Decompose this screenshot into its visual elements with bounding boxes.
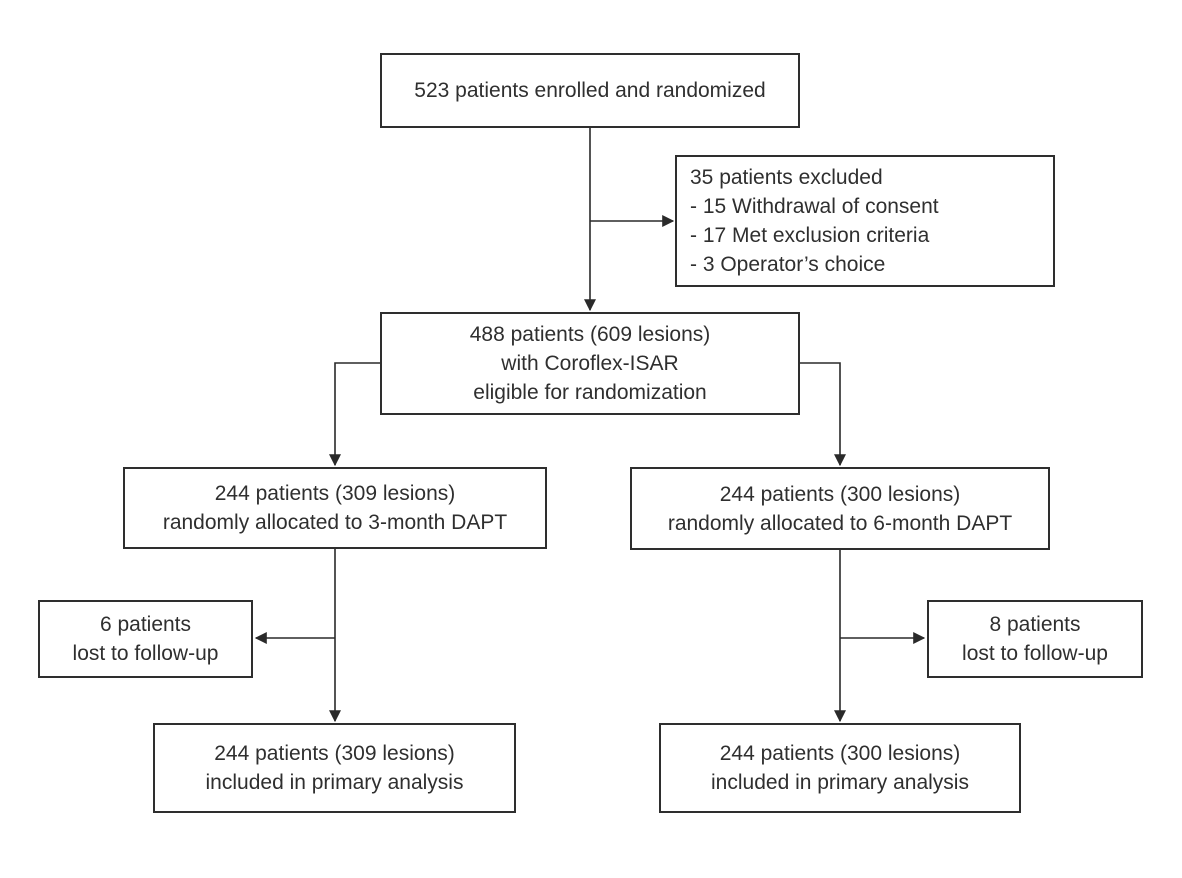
excluded-line: - 3 Operator’s choice — [690, 253, 886, 276]
box-lost-6month: 8 patients lost to follow-up — [927, 600, 1143, 678]
box-excluded: 35 patients excluded - 15 Withdrawal of … — [675, 155, 1055, 287]
eligible-line: eligible for randomization — [473, 381, 707, 404]
analysis-6month-line: included in primary analysis — [711, 771, 969, 794]
eligible-line: 488 patients (609 lesions) — [469, 323, 711, 346]
allocated-3month-line: randomly allocated to 3-month DAPT — [162, 511, 508, 534]
allocated-3month-line: 244 patients (309 lesions) — [214, 482, 456, 505]
lost-3month-line: lost to follow-up — [72, 642, 219, 665]
analysis-3month-line: 244 patients (309 lesions) — [214, 742, 455, 765]
eligible-line: with Coroflex-ISAR — [501, 352, 679, 375]
excluded-line: - 17 Met exclusion criteria — [690, 224, 930, 247]
enrolled-line: 523 patients enrolled and randomized — [414, 79, 766, 102]
analysis-3month-line: included in primary analysis — [205, 771, 464, 794]
allocated-6month-line: 244 patients (300 lesions) — [719, 482, 961, 506]
lost-6month-line: lost to follow-up — [962, 642, 1108, 665]
lost-6month-line: 8 patients — [989, 613, 1081, 636]
box-analysis-6month: 244 patients (300 lesions) included in p… — [659, 723, 1021, 813]
connector-eligible-to-alloc6 — [800, 362, 846, 467]
allocated-6month-line: randomly allocated to 6-month DAPT — [667, 511, 1013, 535]
box-allocated-3month: 244 patients (309 lesions) randomly allo… — [123, 467, 547, 549]
lost-3month-line: 6 patients — [99, 613, 192, 636]
analysis-6month-line: 244 patients (300 lesions) — [719, 742, 961, 765]
box-lost-3month: 6 patients lost to follow-up — [38, 600, 253, 678]
box-eligible: 488 patients (609 lesions) with Coroflex… — [380, 312, 800, 415]
box-enrolled: 523 patients enrolled and randomized — [380, 53, 800, 128]
excluded-line: 35 patients excluded — [690, 166, 883, 189]
excluded-line: - 15 Withdrawal of consent — [690, 195, 939, 218]
connector-eligible-to-alloc3 — [329, 362, 380, 467]
box-analysis-3month: 244 patients (309 lesions) included in p… — [153, 723, 516, 813]
box-allocated-6month: 244 patients (300 lesions) randomly allo… — [630, 467, 1050, 550]
